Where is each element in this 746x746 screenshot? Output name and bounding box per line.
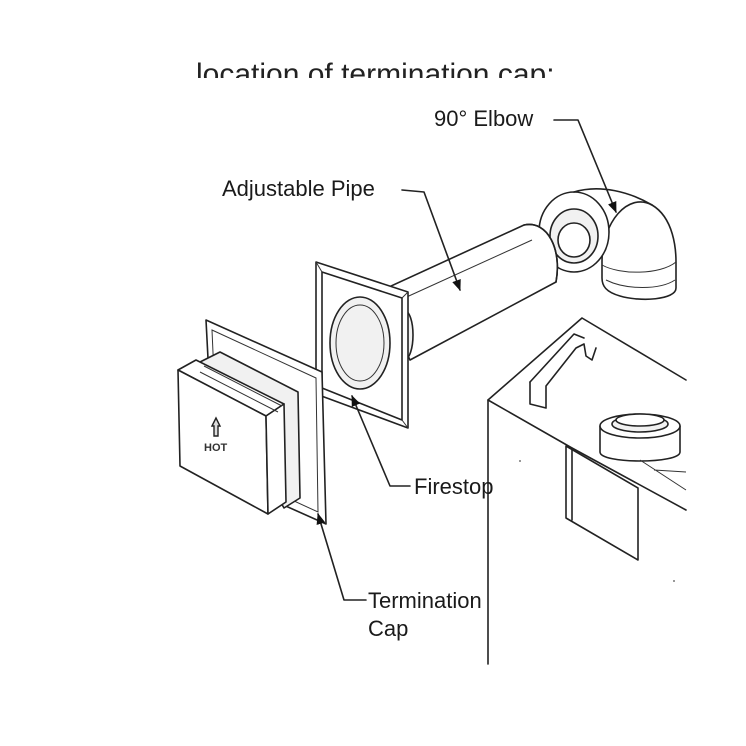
termination-cap-part bbox=[177, 319, 327, 525]
termination-cap-leader-arrow bbox=[316, 512, 367, 601]
heading-text: location of termination cap: bbox=[196, 58, 555, 78]
adjustable-pipe-leader-arrow bbox=[401, 189, 461, 292]
elbow-part bbox=[538, 188, 677, 301]
termination-cap-label-line2: Cap bbox=[368, 616, 409, 641]
termination-cap-label-line1: Termination bbox=[368, 588, 482, 613]
heading-clip: location of termination cap: bbox=[196, 52, 576, 78]
elbow-leader-arrow bbox=[553, 119, 617, 214]
firestop-leader-arrow bbox=[351, 394, 411, 487]
fireplace-body bbox=[487, 317, 687, 665]
cap-hot-marking: HOT bbox=[204, 442, 228, 454]
adjustable-pipe-label: Adjustable Pipe bbox=[222, 176, 375, 201]
elbow-label: 90° Elbow bbox=[434, 106, 534, 131]
firestop-label: Firestop bbox=[414, 474, 494, 499]
firestop-part bbox=[315, 261, 409, 429]
